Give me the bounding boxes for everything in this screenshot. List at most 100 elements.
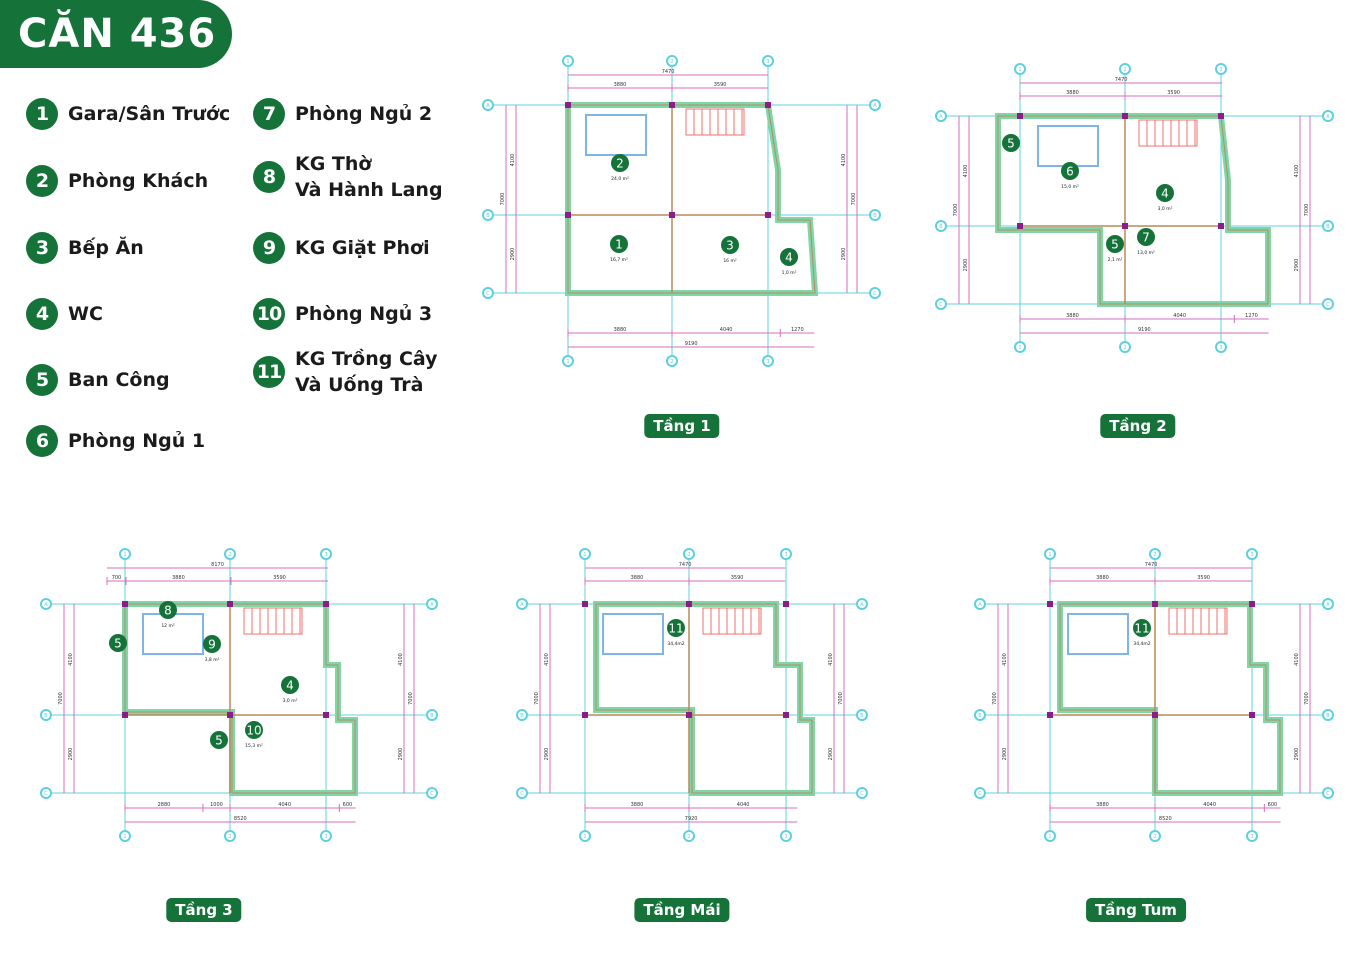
axis-label: 1 (566, 59, 569, 65)
column (669, 102, 675, 108)
dimension-label: 3880 (1066, 313, 1079, 319)
axis-label: C (860, 791, 864, 797)
axis-label: 2 (687, 834, 690, 840)
wall-outline (122, 601, 358, 796)
room-area: 15,0 m² (1061, 184, 1079, 190)
room-area: 2,1 m² (1108, 257, 1123, 263)
dimension-label: 3590 (714, 82, 727, 88)
column (122, 712, 128, 718)
axis-label: 1 (123, 552, 126, 558)
axis-label: C (873, 291, 877, 297)
room-marker (1137, 228, 1155, 246)
dimension-label: 3590 (273, 575, 286, 581)
axis-bubble (119, 548, 131, 560)
axis-bubble (666, 355, 678, 367)
room-marker (610, 235, 628, 253)
axis-label: B (1326, 713, 1330, 719)
axis-bubble (1119, 63, 1131, 75)
dimension-label: 4100 (1294, 653, 1300, 666)
axis-bubble (1119, 341, 1131, 353)
room-area: 16,7 m² (610, 257, 628, 263)
axis-label: 1 (566, 359, 569, 365)
floor-label: Tầng 1 (644, 414, 720, 438)
column (765, 212, 771, 218)
axis-label: B (520, 713, 524, 719)
room-marker (667, 619, 685, 637)
axis-label: 3 (1219, 345, 1222, 351)
dimension-label: 4100 (1294, 165, 1300, 178)
axis-label: 3 (1219, 67, 1222, 73)
room-marker-number: 2 (616, 157, 624, 171)
dimension-label: 600 (1268, 802, 1278, 808)
axis-bubble (780, 548, 792, 560)
axis-label: 2 (687, 552, 690, 558)
room-marker-number: 4 (785, 251, 793, 265)
staircase (685, 108, 745, 136)
axis-bubble (762, 355, 774, 367)
legend-item: 9 KG Giặt Phơi (253, 232, 430, 264)
axis-label: A (1326, 114, 1330, 120)
axis-bubble (426, 787, 438, 799)
room-marker-number: 5 (114, 637, 122, 651)
axis-bubble (482, 287, 494, 299)
dimension-label: 8170 (211, 562, 224, 568)
column (1249, 601, 1255, 607)
axis-bubble (1044, 830, 1056, 842)
axis-label: 2 (670, 59, 673, 65)
dimension-label: 7470 (662, 69, 675, 75)
dimension-label: 4100 (828, 653, 834, 666)
room-marker-number: 8 (164, 604, 172, 618)
legend-label: Phòng Ngủ 3 (295, 303, 433, 325)
axis-bubble (869, 209, 881, 221)
axis-bubble (516, 787, 528, 799)
legend-label: KG Giặt Phơi (295, 237, 430, 259)
dimension-label: 4040 (1173, 313, 1186, 319)
axis-label: 3 (784, 834, 787, 840)
axis-bubble (1215, 341, 1227, 353)
axis-bubble (1246, 548, 1258, 560)
axis-bubble (40, 787, 52, 799)
column (686, 712, 692, 718)
staircase (1168, 607, 1228, 635)
room-marker (1002, 134, 1020, 152)
axis-bubble (974, 598, 986, 610)
column (1047, 712, 1053, 718)
furniture (142, 613, 204, 655)
legend-label: KG Thờ Và Hành Lang (295, 153, 443, 201)
axis-bubble (762, 55, 774, 67)
room-area: 3,0 m² (283, 698, 298, 704)
dimension-label: 3880 (172, 575, 185, 581)
room-marker-number: 4 (1161, 187, 1169, 201)
room-marker-number: 10 (246, 724, 261, 738)
dimension-label: 3880 (1096, 802, 1109, 808)
dimension-label: 4100 (510, 154, 516, 167)
dimension-label: 3880 (631, 802, 644, 808)
axis-bubble (1322, 709, 1334, 721)
page-title: CĂN 436 (0, 0, 232, 68)
wall-edge (595, 603, 813, 794)
axis-label: C (939, 302, 943, 308)
axis-label: 3 (766, 59, 769, 65)
axis-label: B (486, 213, 490, 219)
room-marker-number: 4 (286, 679, 294, 693)
axis-label: 1 (123, 834, 126, 840)
axis-bubble (935, 298, 947, 310)
axis-label: 3 (1250, 834, 1253, 840)
column (227, 601, 233, 607)
room-number-badge: 9 (253, 232, 285, 264)
staircase (1138, 119, 1198, 147)
dimension-label: 2900 (1002, 748, 1008, 761)
dimension-label: 4040 (720, 327, 733, 333)
dimension-label: 2880 (158, 802, 171, 808)
furniture (585, 114, 647, 156)
axis-bubble (1044, 548, 1056, 560)
floor-label: Tầng Mái (634, 898, 730, 922)
dimension-label: 8520 (234, 816, 247, 822)
